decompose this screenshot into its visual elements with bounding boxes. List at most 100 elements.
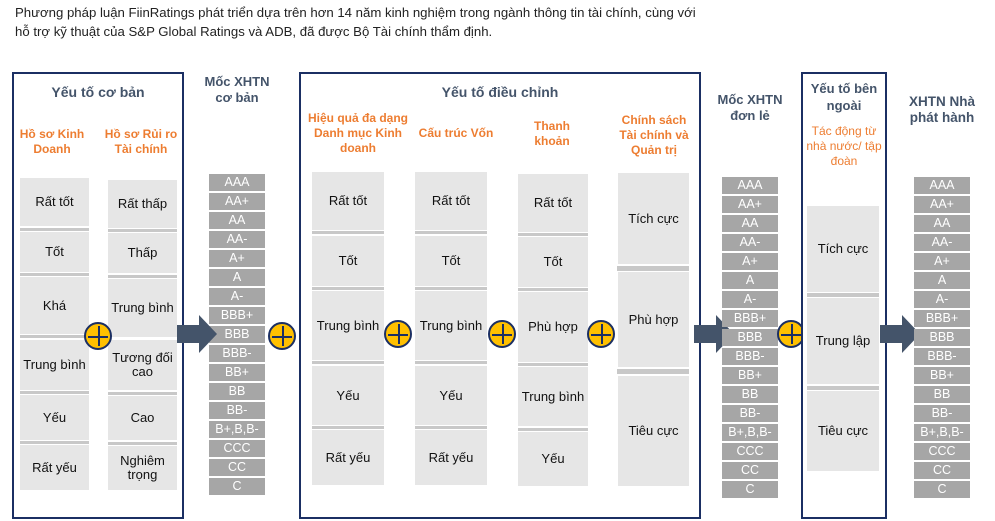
rating-cell: B+,B,B- xyxy=(722,424,778,441)
rating-scale-basic: AAA AA+ AA AA- A+ A A- BBB+ BBB BBB- BB+… xyxy=(209,174,265,497)
business-cell: Trung bình xyxy=(20,340,89,390)
plus-circle-icon xyxy=(384,320,412,348)
divider xyxy=(415,231,487,234)
divider xyxy=(312,287,384,290)
rating-cell: CC xyxy=(722,462,778,479)
capital-structure-cell: Yếu xyxy=(415,366,487,425)
plus-circle-icon xyxy=(488,320,516,348)
capital-structure-cell: Rất yếu xyxy=(415,430,487,485)
divider xyxy=(20,273,89,276)
business-cell: Yếu xyxy=(20,395,89,440)
liquidity-cell: Phù hợp xyxy=(518,292,588,362)
divider xyxy=(807,293,879,297)
rating-cell: A xyxy=(722,272,778,289)
financial-risk-cell: Nghiêm trọng xyxy=(108,446,177,490)
rating-cell: C xyxy=(914,481,970,498)
rating-cell: A xyxy=(914,272,970,289)
plus-circle-icon xyxy=(587,320,615,348)
rating-cell: AA- xyxy=(209,231,265,248)
business-cell: Khá xyxy=(20,277,89,334)
divider xyxy=(518,363,588,366)
rating-cell: AA xyxy=(914,215,970,232)
rating-cell: BB xyxy=(209,383,265,400)
rating-cell: CC xyxy=(209,459,265,476)
rating-cell: AA- xyxy=(722,234,778,251)
right-arrow-icon xyxy=(880,315,920,353)
rating-cell: CCC xyxy=(914,443,970,460)
rating-cell: BB xyxy=(722,386,778,403)
divider xyxy=(20,228,89,231)
divider xyxy=(415,287,487,290)
rating-cell: AA xyxy=(722,215,778,232)
rating-cell: CC xyxy=(914,462,970,479)
modifiers-title: Yếu tố điều chỉnh xyxy=(441,84,559,100)
liquidity-header: Thanh khoản xyxy=(534,119,570,148)
business-cell: Tốt xyxy=(20,232,89,272)
divider xyxy=(108,229,177,232)
divider xyxy=(20,391,89,394)
divider xyxy=(617,266,689,271)
rating-cell: A+ xyxy=(722,253,778,270)
business-cell: Rất yếu xyxy=(20,445,89,490)
divider xyxy=(108,442,177,445)
rating-cell: BBB xyxy=(209,326,265,343)
rating-cell: BB- xyxy=(914,405,970,422)
capital-structure-cell: Tốt xyxy=(415,236,487,286)
rating-scale-issuer: AAA AA+ AA AA- A+ A A- BBB+ BBB BBB- BB+… xyxy=(914,177,970,500)
rating-cell: CCC xyxy=(722,443,778,460)
divider xyxy=(312,231,384,234)
plus-circle-icon xyxy=(268,322,296,350)
rating-cell: BBB xyxy=(722,329,778,346)
financial-risk-cell: Rất thấp xyxy=(108,180,177,228)
divider xyxy=(20,441,89,444)
rating-cell: A xyxy=(209,269,265,286)
capital-structure-cell: Rất tốt xyxy=(415,172,487,230)
external-cell: Trung lập xyxy=(807,298,879,384)
rating-cell: A+ xyxy=(209,250,265,267)
basic-factors-title: Yếu tố cơ bản xyxy=(51,84,145,100)
business-cell: Rất tốt xyxy=(20,178,89,226)
anchor-basic-title: Mốc XHTN cơ bản xyxy=(204,74,270,105)
liquidity-cell: Tốt xyxy=(518,237,588,287)
divider xyxy=(617,369,689,374)
intro-line-1: Phương pháp luận FiinRatings phát triển … xyxy=(15,5,696,20)
financial-policy-cell: Tích cực xyxy=(618,173,689,264)
divider xyxy=(807,386,879,390)
plus-circle-icon xyxy=(84,322,112,350)
rating-cell: BBB+ xyxy=(914,310,970,327)
rating-cell: AA+ xyxy=(209,193,265,210)
financial-policy-cell: Phù hợp xyxy=(618,272,689,367)
financial-risk-cell: Trung bình xyxy=(108,279,177,337)
rating-cell: A- xyxy=(722,291,778,308)
divider xyxy=(415,426,487,429)
external-cell: Tiêu cực xyxy=(807,391,879,471)
intro-text: Phương pháp luận FiinRatings phát triển … xyxy=(15,3,835,41)
rating-cell: BB- xyxy=(722,405,778,422)
rating-cell: BBB- xyxy=(914,348,970,365)
rating-cell: BB- xyxy=(209,402,265,419)
rating-cell: BB xyxy=(914,386,970,403)
financial-risk-cell: Cao xyxy=(108,396,177,440)
external-title: Yếu tố bên ngoài xyxy=(810,81,878,113)
external-cell: Tích cực xyxy=(807,206,879,292)
capital-structure-header: Cấu trúc Vốn xyxy=(418,126,494,140)
rating-cell: BBB+ xyxy=(209,307,265,324)
divider xyxy=(518,288,588,291)
financial-risk-cell: Thấp xyxy=(108,233,177,273)
divider xyxy=(518,233,588,236)
business-profile-header: Hồ sơ Kinh Doanh xyxy=(19,127,85,156)
divider xyxy=(312,426,384,429)
rating-cell: AA+ xyxy=(914,196,970,213)
divider xyxy=(312,361,384,364)
rating-cell: AAA xyxy=(914,177,970,194)
diversification-header: Hiệu quả đa dạng Danh mục Kinh doanh xyxy=(307,111,408,155)
liquidity-cell: Rất tốt xyxy=(518,174,588,232)
divider xyxy=(108,392,177,395)
diversification-cell: Tốt xyxy=(312,236,384,286)
diversification-cell: Trung bình xyxy=(312,291,384,360)
rating-cell: BB+ xyxy=(722,367,778,384)
diversification-cell: Rất tốt xyxy=(312,172,384,230)
rating-cell: B+,B,B- xyxy=(209,421,265,438)
rating-cell: AA+ xyxy=(722,196,778,213)
capital-structure-cell: Trung bình xyxy=(415,291,487,360)
